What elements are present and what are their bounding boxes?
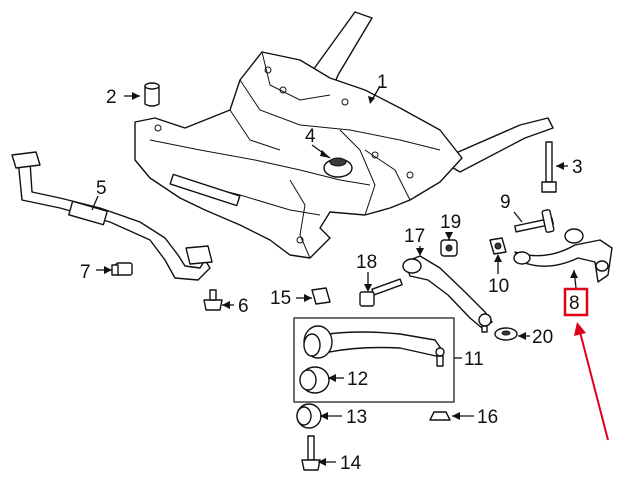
- callout-4: 4: [305, 126, 316, 147]
- callout-11: 11: [464, 349, 484, 370]
- highlight-box-part-8: [563, 287, 589, 317]
- callout-15: 15: [270, 288, 291, 309]
- callout-2: 2: [106, 87, 117, 108]
- subframe-part-1: [134, 11, 554, 259]
- callout-1: 1: [377, 72, 388, 93]
- red-arrow: [574, 322, 609, 441]
- callout-17: 17: [404, 226, 425, 247]
- callout-13: 13: [346, 407, 367, 428]
- callout-labels: 1 2 3 4 5 6 7 8 9 10 11 12 13 14 15 16 1…: [80, 72, 583, 474]
- lower-control-arm-part-17: [402, 255, 493, 333]
- washer-part-20: [494, 327, 518, 341]
- leader-lines: [91, 85, 578, 466]
- bolt-part-9: [514, 209, 555, 233]
- bushing-part-10: [489, 237, 507, 255]
- callout-18: 18: [356, 252, 377, 273]
- callout-7: 7: [80, 262, 91, 283]
- callout-12: 12: [347, 369, 368, 390]
- bolt-part-7: [111, 262, 133, 276]
- assembly-box-part-11: [293, 317, 455, 403]
- bracket-part-15: [311, 287, 331, 305]
- callout-9: 9: [500, 192, 511, 213]
- bolt-part-6: [203, 289, 223, 311]
- callout-3: 3: [572, 157, 583, 178]
- bolt-part-18: [359, 278, 403, 307]
- bushing-part-2: [144, 82, 160, 107]
- callout-16: 16: [477, 407, 498, 428]
- stabilizer-bar-part-5: [11, 151, 213, 281]
- callout-20: 20: [532, 327, 553, 348]
- bushing-part-13: [296, 403, 322, 429]
- bolt-part-3: [541, 141, 557, 193]
- bolt-part-14: [301, 435, 321, 471]
- callout-14: 14: [340, 453, 362, 474]
- callout-19: 19: [440, 212, 461, 233]
- callout-10: 10: [488, 276, 509, 297]
- bushing-part-19: [440, 239, 458, 257]
- callout-8: 8: [569, 293, 580, 314]
- callout-6: 6: [238, 296, 249, 317]
- callout-5: 5: [96, 178, 107, 199]
- cap-part-16: [429, 411, 451, 421]
- mount-part-4: [323, 157, 353, 178]
- upper-control-arm-part-8: [513, 228, 613, 283]
